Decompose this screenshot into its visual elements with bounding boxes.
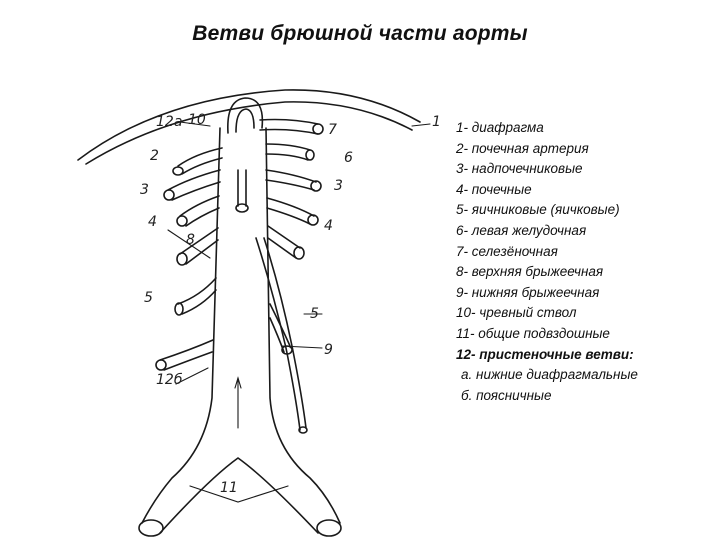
legend-subitem: а. нижние диафрагмальные [461, 367, 638, 383]
legend-item: 11- общие подвздошные [456, 325, 610, 341]
figure-label-5-left: 5 [144, 290, 153, 306]
legend-item: 10- чревный ствол [456, 305, 577, 321]
diaphragm [77, 89, 431, 165]
figure-label-10: 10 [188, 112, 206, 128]
aorta-diagram: 1 2 3 3 4 4 5 5 6 7 8 9 10 11 12а 12б [77, 89, 441, 537]
figure-label-12b: 12б [156, 372, 183, 388]
figure-label-9: 9 [324, 342, 333, 358]
figure-label-4-left: 4 [148, 214, 157, 230]
aorta-trunk [138, 127, 342, 537]
figure-label-11: 11 [220, 480, 238, 496]
figure-label-12a: 12а [156, 114, 182, 130]
figure-label-1: 1 [432, 114, 441, 130]
figure-label-8: 8 [186, 232, 195, 248]
leader-lines [167, 121, 323, 503]
celiac-trunk [227, 97, 264, 134]
figure-label-3-right: 3 [334, 178, 343, 194]
legend-list: 1- диафрагма 2- почечная артерия 3- надп… [456, 118, 718, 406]
legend-item: 8- верхняя брыжеечная [456, 264, 604, 280]
legend-item: 5- яичниковые (яичковые) [456, 202, 620, 218]
left-branches [155, 147, 223, 371]
legend-item-heading: 12- пристеночные ветви: [456, 346, 634, 362]
legend-item: 4- почечные [456, 181, 532, 197]
figure-label-6: 6 [344, 150, 353, 166]
legend-subitem: б. поясничные [461, 387, 552, 403]
figure-label-7: 7 [328, 122, 337, 138]
page-title: Ветви брюшной части аорты [192, 22, 528, 45]
figure-label-2: 2 [150, 148, 159, 164]
legend-item: 1- диафрагма [456, 120, 544, 135]
figure-label-4-right: 4 [324, 218, 333, 234]
central-branches [235, 169, 249, 213]
legend-item: 2- почечная артерия [456, 140, 589, 156]
legend-item: 3- надпочечниковые [456, 161, 583, 177]
figure-label-5-right: 5 [310, 306, 319, 322]
legend-item: 7- селезёночная [456, 243, 558, 259]
legend-item: 6- левая желудочная [456, 222, 587, 238]
legend-item: 9- нижняя брыжеечная [456, 284, 600, 300]
figure-label-3-left: 3 [140, 182, 149, 198]
right-branches [255, 118, 324, 434]
